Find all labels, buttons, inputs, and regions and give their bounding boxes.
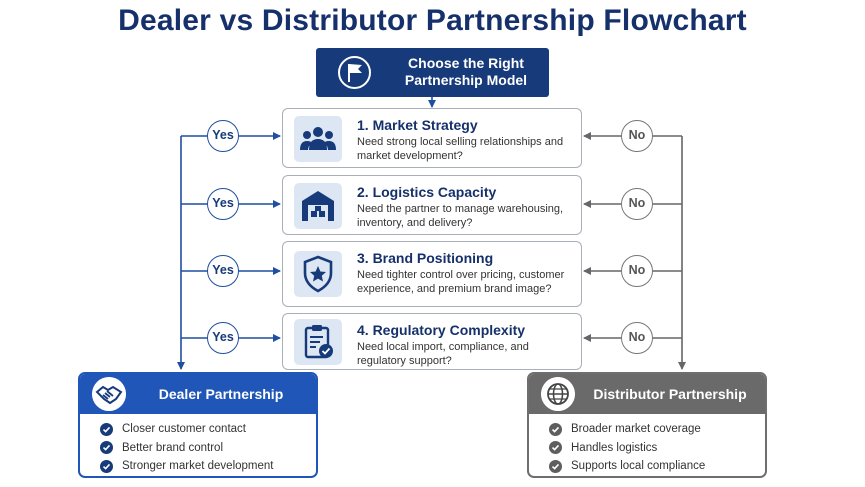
list-item: Stronger market development — [100, 457, 274, 476]
distributor-partnership-box: Distributor Partnership Broader market c… — [527, 372, 767, 478]
step-title: 3. Brand Positioning — [357, 250, 494, 266]
no-badge: No — [621, 120, 653, 152]
step-description: Need tighter control over pricing, custo… — [357, 269, 565, 295]
globe-icon — [541, 377, 575, 411]
check-circle-icon — [100, 459, 113, 473]
check-circle-icon — [100, 441, 113, 455]
page-title: Dealer vs Distributor Partnership Flowch… — [118, 4, 747, 37]
step-brand-positioning: 3. Brand Positioning Need tighter contro… — [282, 241, 582, 307]
list-item: Better brand control — [100, 439, 274, 458]
no-badge: No — [621, 255, 653, 287]
yes-badge: Yes — [207, 188, 239, 220]
people-icon — [300, 127, 336, 150]
start-node: Choose the Right Partnership Model — [316, 48, 549, 97]
handshake-icon — [92, 377, 126, 411]
step-description: Need strong local selling relationships … — [357, 136, 564, 162]
step-description: Need local import, compliance, and regul… — [357, 341, 529, 367]
result-title: Distributor Partnership — [593, 386, 747, 402]
step-description: Need the partner to manage warehousing, … — [357, 203, 564, 229]
step-title: 4. Regulatory Complexity — [357, 322, 526, 338]
step-regulatory-complexity: 4. Regulatory Complexity Need local impo… — [282, 313, 582, 370]
check-circle-icon — [549, 441, 562, 455]
check-circle-icon — [549, 459, 562, 473]
step-logistics-capacity: 2. Logistics Capacity Need the partner t… — [282, 175, 582, 235]
warehouse-icon — [302, 191, 334, 221]
list-item: Closer customer contact — [100, 420, 274, 439]
shield-star-icon — [303, 255, 333, 293]
clipboard-check-icon — [304, 325, 333, 359]
dealer-benefits-list: Closer customer contact Better brand con… — [100, 420, 274, 476]
yes-badge: Yes — [207, 255, 239, 287]
no-badge: No — [621, 322, 653, 354]
check-circle-icon — [549, 422, 562, 436]
no-badge: No — [621, 188, 653, 220]
flag-icon — [338, 56, 371, 89]
check-circle-icon — [100, 422, 113, 436]
result-title: Dealer Partnership — [158, 386, 284, 402]
dealer-partnership-box: Dealer Partnership Closer customer conta… — [78, 372, 318, 478]
start-label: Choose the Right Partnership Model — [404, 55, 528, 88]
list-item: Supports local compliance — [549, 457, 705, 476]
distributor-benefits-list: Broader market coverage Handles logistic… — [549, 420, 705, 476]
step-title: 1. Market Strategy — [357, 117, 478, 133]
yes-badge: Yes — [207, 120, 239, 152]
list-item: Broader market coverage — [549, 420, 705, 439]
list-item: Handles logistics — [549, 439, 705, 458]
yes-badge: Yes — [207, 322, 239, 354]
step-title: 2. Logistics Capacity — [357, 184, 497, 200]
step-market-strategy: 1. Market Strategy Need strong local sel… — [282, 108, 582, 168]
